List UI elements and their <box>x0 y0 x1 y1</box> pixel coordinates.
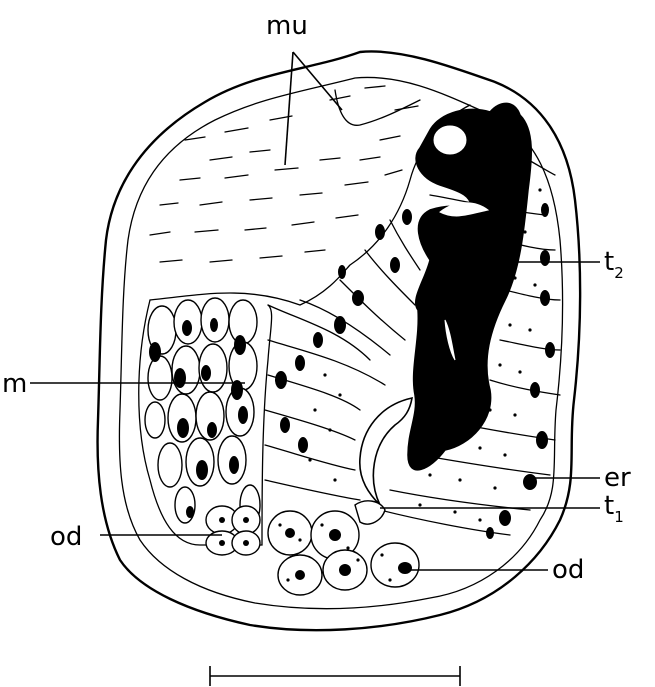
tooth-germ-t2 <box>408 103 531 469</box>
label-t1: t1 <box>604 491 624 526</box>
odontoblasts-left <box>206 506 260 555</box>
label-m: m <box>2 369 27 399</box>
leader-mu-left <box>285 52 293 165</box>
label-mu: mu <box>266 11 308 41</box>
label-od-right: od <box>552 555 584 585</box>
mucus-region-boundary <box>150 105 470 305</box>
label-t2: t2 <box>604 247 624 282</box>
label-er: er <box>604 463 631 493</box>
cell-mass <box>145 298 260 525</box>
scale-bar <box>210 666 460 686</box>
tooth-t1-base <box>355 501 385 524</box>
odontoblasts-right <box>268 511 419 595</box>
tooth-t1 <box>360 398 412 505</box>
label-od-left: od <box>50 522 82 552</box>
